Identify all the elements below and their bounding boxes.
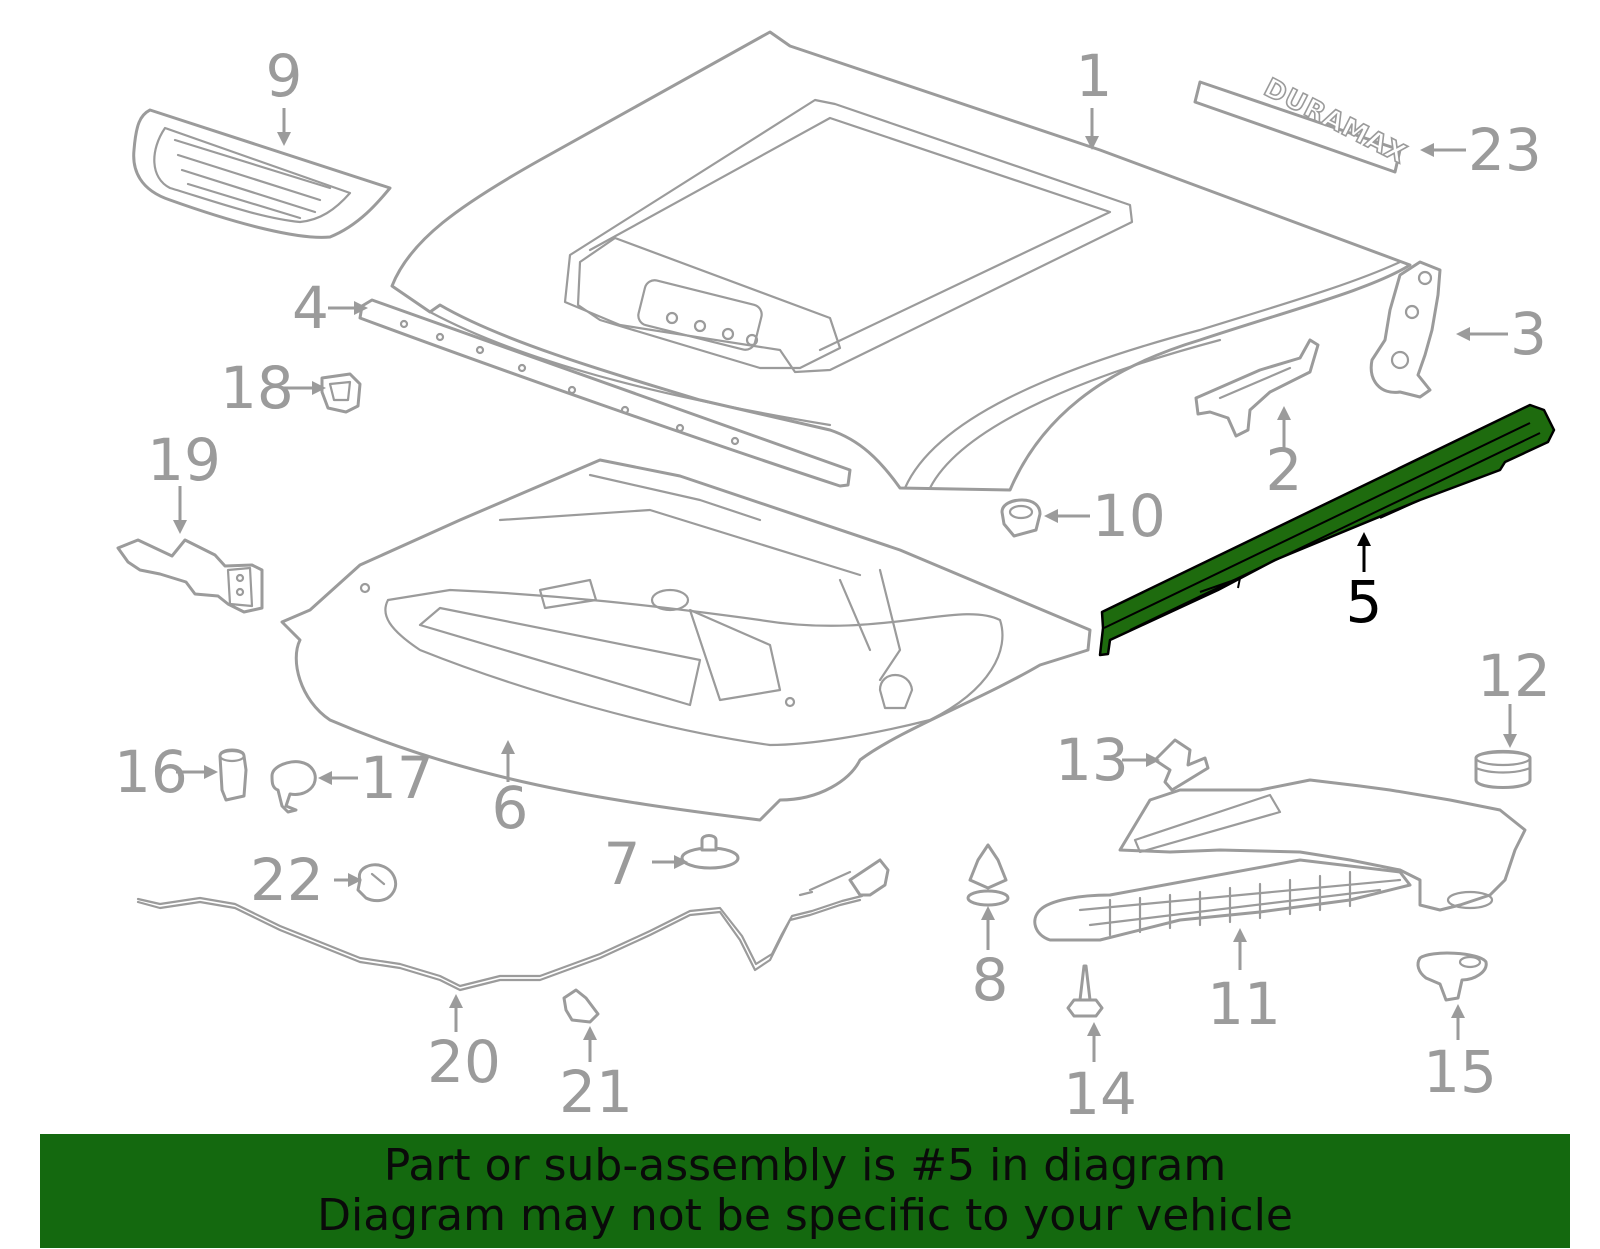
part-14-bolt[interactable] [1066,964,1104,1018]
callout-17: 17 [360,744,434,812]
info-banner: Part or sub-assembly is #5 in diagram Di… [40,1134,1570,1248]
callout-20: 20 [427,1028,501,1096]
part-12-bumper[interactable] [1474,749,1532,789]
callout-8: 8 [972,946,1009,1014]
part-9-vent[interactable] [132,108,392,239]
callout-11: 11 [1207,970,1281,1038]
callout-4: 4 [292,274,329,342]
callout-23: 23 [1468,116,1542,184]
callout-10: 10 [1092,482,1166,550]
callout-1: 1 [1076,42,1113,110]
part-17-pushclip[interactable] [270,760,317,814]
callout-21: 21 [559,1058,633,1126]
banner-line-2: Diagram may not be specific to your vehi… [317,1190,1293,1241]
banner-line-1: Part or sub-assembly is #5 in diagram [383,1140,1227,1191]
leader-lines [173,108,1517,1062]
part-7-clip[interactable] [680,834,740,870]
callout-9: 9 [266,42,303,110]
part-19-latch[interactable] [116,538,264,614]
part-2-bracket[interactable] [1194,338,1320,438]
callout-13: 13 [1055,726,1129,794]
part-3-hinge[interactable] [1369,260,1442,399]
callout-labels: 9 1 23 4 3 18 2 10 19 5 6 12 13 16 17 11… [114,42,1551,1128]
part-5-seal-highlighted[interactable] [1098,403,1556,657]
callout-2: 2 [1266,436,1303,504]
callout-15: 15 [1423,1038,1497,1106]
part-22-clip[interactable] [356,863,398,903]
part-11-duct[interactable] [1033,778,1527,942]
part-1-hood[interactable] [390,30,1412,492]
part-4-weatherstrip[interactable] [358,298,852,488]
part-23-emblem[interactable]: DURAMAX [1193,72,1412,174]
callout-22: 22 [250,846,324,914]
part-6-insulator[interactable] [280,458,1092,822]
callout-16: 16 [114,738,188,806]
callout-7: 7 [604,830,641,898]
callout-6: 6 [492,774,529,842]
part-20-cable[interactable] [136,858,890,992]
part-5-shape [1098,403,1556,657]
callout-19: 19 [147,426,221,494]
callout-5-highlighted: 5 [1346,568,1383,636]
part-21-clip[interactable] [562,988,600,1024]
part-8-pin[interactable] [966,843,1010,907]
part-15-clip[interactable] [1416,951,1488,1002]
part-13-clip[interactable] [1153,738,1210,792]
part-18-clip[interactable] [320,372,362,414]
part-10-nut[interactable] [1000,498,1042,538]
part-16-bumpstop[interactable] [218,748,248,802]
callout-12: 12 [1477,642,1551,710]
callout-18: 18 [220,354,294,422]
callout-3: 3 [1510,300,1547,368]
callout-14: 14 [1063,1060,1137,1128]
